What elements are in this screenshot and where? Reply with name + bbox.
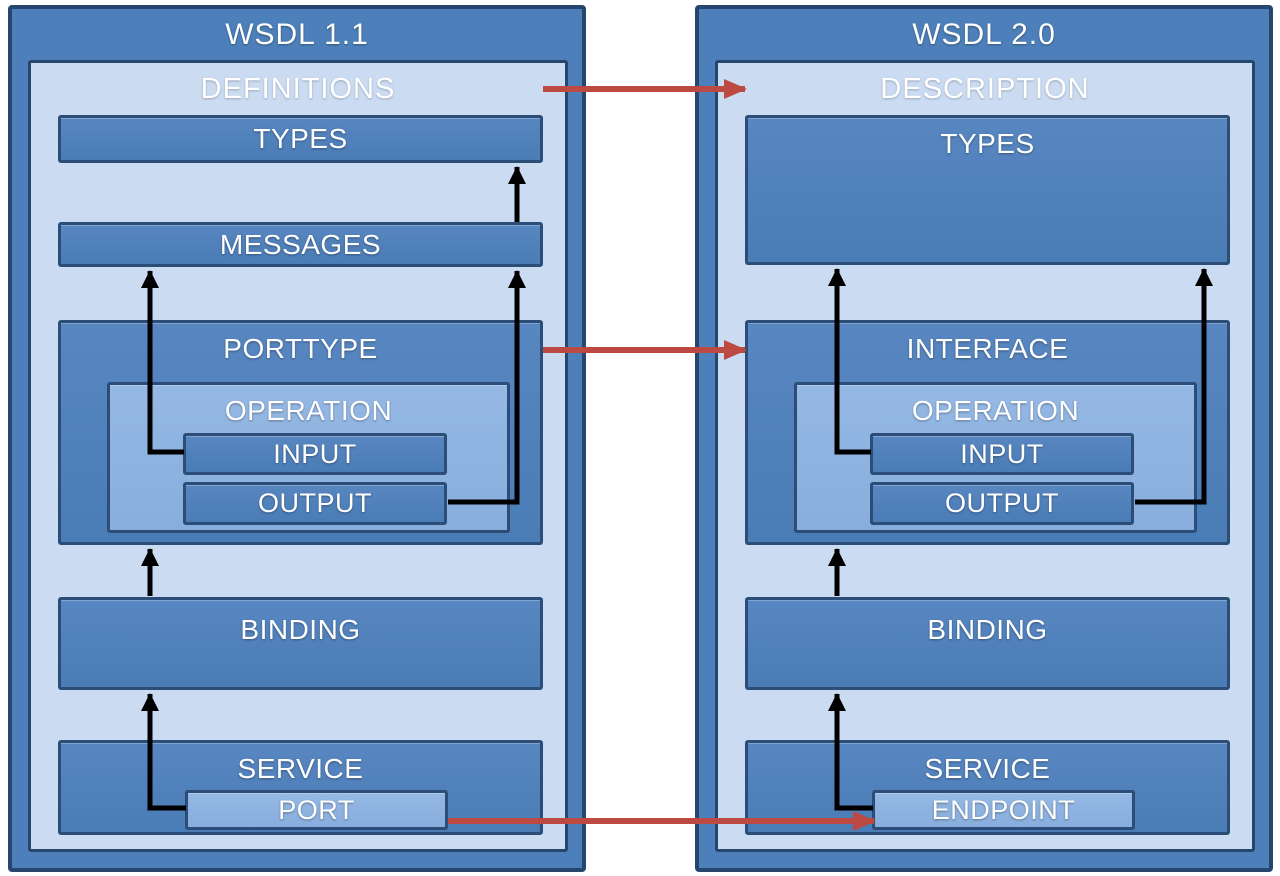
- port-label: PORT: [278, 794, 355, 825]
- output-label: OUTPUT: [945, 488, 1059, 518]
- input-box-wsdl20: INPUT: [870, 433, 1134, 475]
- interface-label: INTERFACE: [906, 333, 1069, 364]
- operation-label: OPERATION: [911, 395, 1080, 426]
- input-label: INPUT: [273, 438, 357, 469]
- output-box-wsdl20: OUTPUT: [870, 482, 1134, 525]
- binding-label: BINDING: [927, 614, 1048, 645]
- binding-label: BINDING: [240, 614, 361, 645]
- operation-box-wsdl11: OPERATION INPUT OUTPUT: [107, 382, 510, 533]
- binding-box-wsdl11: BINDING: [58, 597, 543, 690]
- input-box-wsdl11: INPUT: [183, 433, 447, 475]
- interface-box: INTERFACE OPERATION INPUT OUTPUT: [745, 320, 1230, 545]
- output-box-wsdl11: OUTPUT: [183, 482, 447, 525]
- types-box-wsdl20: TYPES: [745, 115, 1230, 265]
- porttype-box: PORTTYPE OPERATION INPUT OUTPUT: [58, 320, 543, 545]
- panel-wsdl11: WSDL 1.1 DEFINITIONS TYPES MESSAGES PORT…: [8, 5, 586, 872]
- endpoint-label: ENDPOINT: [931, 794, 1076, 825]
- types-label: TYPES: [253, 123, 348, 154]
- service-box-wsdl11: SERVICE PORT: [58, 740, 543, 835]
- messages-box: MESSAGES: [58, 222, 543, 267]
- definitions-container: DEFINITIONS TYPES MESSAGES PORTTYPE OPER…: [28, 60, 568, 852]
- service-label: SERVICE: [924, 753, 1051, 784]
- service-label: SERVICE: [237, 753, 364, 784]
- panel-wsdl20-title: WSDL 2.0: [912, 18, 1056, 51]
- panel-wsdl11-title: WSDL 1.1: [225, 18, 369, 51]
- service-box-wsdl20: SERVICE ENDPOINT: [745, 740, 1230, 835]
- types-box-wsdl11: TYPES: [58, 115, 543, 163]
- description-container: DESCRIPTION TYPES INTERFACE OPERATION IN…: [715, 60, 1255, 852]
- output-label: OUTPUT: [258, 488, 372, 518]
- messages-label: MESSAGES: [219, 228, 382, 260]
- binding-box-wsdl20: BINDING: [745, 597, 1230, 690]
- types-label: TYPES: [940, 128, 1035, 159]
- description-label: DESCRIPTION: [880, 72, 1090, 105]
- port-box: PORT: [185, 790, 448, 830]
- panel-wsdl20: WSDL 2.0 DESCRIPTION TYPES INTERFACE OPE…: [695, 5, 1273, 872]
- endpoint-box: ENDPOINT: [872, 790, 1135, 830]
- definitions-label: DEFINITIONS: [200, 72, 396, 105]
- operation-label: OPERATION: [224, 395, 393, 426]
- operation-box-wsdl20: OPERATION INPUT OUTPUT: [794, 382, 1197, 533]
- input-label: INPUT: [960, 438, 1044, 469]
- porttype-label: PORTTYPE: [223, 333, 378, 364]
